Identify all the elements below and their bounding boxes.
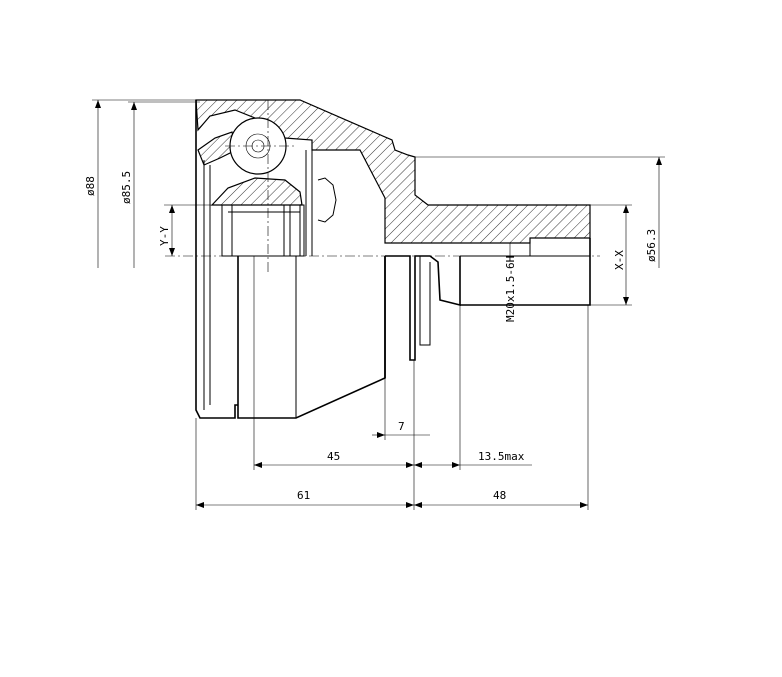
dim-label-axis-yy: Y-Y — [158, 226, 171, 246]
dim-label-thread: M20x1.5-6H — [504, 256, 517, 322]
dim-label-len-48: 48 — [493, 489, 506, 502]
dim-label-len-45: 45 — [327, 450, 340, 463]
dim-label-len-61: 61 — [297, 489, 310, 502]
dim-label-len-7: 7 — [398, 420, 405, 433]
dim-label-len-13-5: 13.5max — [478, 450, 525, 463]
dim-label-dia-85-5: ø85.5 — [120, 171, 133, 204]
cage-outline — [317, 177, 337, 223]
inner-race-hatched — [210, 177, 303, 206]
inner-race-lines — [221, 204, 305, 257]
dim-label-axis-xx: X-X — [613, 250, 626, 270]
dim-label-dia-56-3: ø56.3 — [645, 229, 658, 262]
dim-label-dia-88: ø88 — [84, 176, 97, 196]
dimension-lines — [95, 100, 662, 508]
